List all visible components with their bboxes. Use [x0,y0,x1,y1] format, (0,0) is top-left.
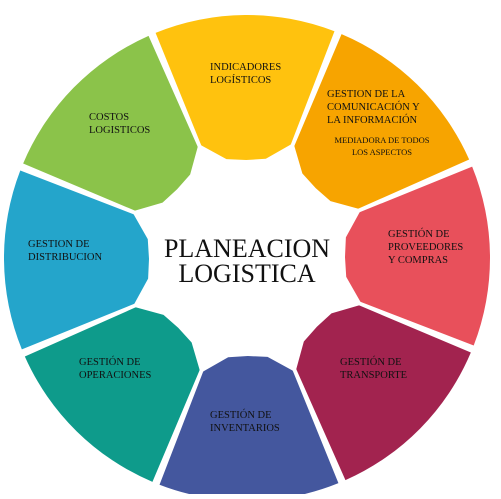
segment-label-proveedores: GESTIÓN DE PROVEEDORES Y COMPRAS [388,228,463,266]
segment-label-inventarios: GESTIÓN DE INVENTARIOS [210,409,280,434]
segment-costos [23,35,210,223]
segment-label-line: PROVEEDORES [388,242,463,253]
center-title-line-1: PLANEACION [164,234,330,263]
segment-comunicacion [282,34,470,221]
segment-distribucion [4,170,162,350]
segment-inventarios [159,343,339,499]
segment-label-transporte: GESTIÓN DE TRANSPORTE [340,356,407,381]
segment-label-operaciones: GESTIÓN DE OPERACIONES [79,356,152,381]
segment-label-line: LA INFORMACIÓN [327,114,418,126]
segment-label-line: OPERACIONES [79,370,152,381]
segment-operaciones [24,295,212,482]
segment-label-distribucion: GESTION DE DISTRIBUCION [28,239,103,263]
segment-label-line: TRANSPORTE [340,370,407,381]
segment-label-line: DISTRIBUCION [28,252,103,263]
segment-label-line: GESTIÓN DE [79,356,141,368]
segment-label-line: GESTIÓN DE [340,356,402,368]
segment-note-line: MEDIADORA DE TODOS [334,135,429,145]
segment-label-line: GESTIÓN DE [210,409,272,421]
center-circle [151,162,343,354]
segment-label-line: Y COMPRAS [388,255,448,266]
segment-proveedores [332,166,490,346]
segment-label-line: COMUNICACIÓN Y [327,101,420,113]
segment-transporte [284,293,471,481]
segment-label-line: GESTION DE [28,239,90,250]
segment-label-line: INDICADORES [210,62,281,73]
segment-label-line: LOGISTICOS [89,125,150,136]
segment-label-line: GESTIÓN DE [388,228,450,240]
segment-note-line: LOS ASPECTOS [352,147,412,157]
segment-label-line: INVENTARIOS [210,423,280,434]
segment-label-line: GESTION DE LA [327,89,406,100]
center-title-line-2: LOGISTICA [178,259,315,288]
segment-label-line: LOGÍSTICOS [210,74,271,86]
segment-label-line: COSTOS [89,112,129,123]
segment-label-costos: COSTOS LOGISTICOS [89,112,150,136]
segment-indicadores [155,15,335,173]
segment-note-comunicacion: MEDIADORA DE TODOS LOS ASPECTOS [334,135,429,157]
